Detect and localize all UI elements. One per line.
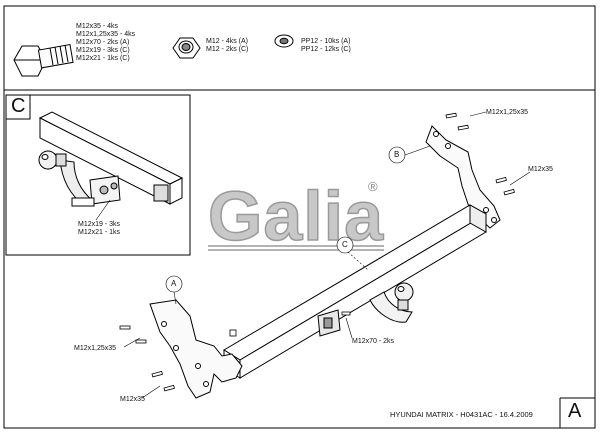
bolt-item: M12x21 - 1ks (C) [76, 55, 130, 62]
detail-bolt-item: M12x19 - 3ks [78, 221, 121, 228]
detail-box [5, 94, 191, 256]
washer-icon [274, 34, 294, 48]
ball-bolt-label: M12x70 - 2ks [352, 338, 395, 345]
galia-logo: Galia [207, 176, 385, 256]
callout-c-circle [336, 236, 354, 254]
registered-mark: ® [368, 179, 378, 194]
towbar-assembly-drawing [149, 125, 501, 399]
nut-icon [172, 37, 201, 59]
washer-item: PP12 - 12ks (C) [301, 46, 351, 53]
bolt-item: M12x1,25x35 - 4ks [76, 31, 136, 38]
sheet-letter: A [568, 400, 582, 422]
detail-bolt-item: M12x21 - 1ks [78, 229, 121, 236]
detail-corner-box [5, 94, 31, 120]
bolt-a-lower-label: M12x35 [120, 396, 145, 403]
washer-item: PP12 - 10ks (A) [301, 38, 351, 45]
callout-c-label: C [342, 240, 348, 249]
sheet-border [3, 5, 596, 429]
loose-bolts [119, 112, 515, 392]
detail-corner-letter: C [11, 95, 26, 117]
nut-item: M12 - 2ks (C) [206, 46, 249, 53]
bolt-item: M12x70 - 2ks (A) [76, 39, 130, 46]
nut-item: M12 - 4ks (A) [206, 38, 249, 45]
bolt-icon [13, 44, 74, 77]
bolt-item: M12x35 - 4ks [76, 23, 119, 30]
callout-lines [95, 111, 531, 399]
bolt-item: M12x19 - 3ks (C) [76, 47, 130, 54]
bolt-list: M12x35 - 4ks M12x1,25x35 - 4ks M12x70 - … [76, 23, 135, 63]
callout-a-label: A [171, 279, 177, 288]
bolt-b-right-label: M12x35 [528, 166, 553, 173]
bolt-b-label: M12x1,25x35 [486, 109, 529, 116]
detail-bolt-list: M12x19 - 3ks M12x21 - 1ks [78, 221, 120, 237]
drawing-title: HYUNDAI MATRIX - H0431AC - 16.4.2009 [390, 410, 533, 419]
detail-crossbar-drawing [38, 111, 184, 207]
callout-b-label: B [394, 150, 400, 159]
nut-list: M12 - 4ks (A) M12 - 2ks (C) [206, 38, 248, 54]
bolt-a-upper-label: M12x1,25x35 [74, 345, 117, 352]
washer-list: PP12 - 10ks (A) PP12 - 12ks (C) [301, 38, 351, 54]
galia-logo-text: Galia [208, 177, 384, 255]
